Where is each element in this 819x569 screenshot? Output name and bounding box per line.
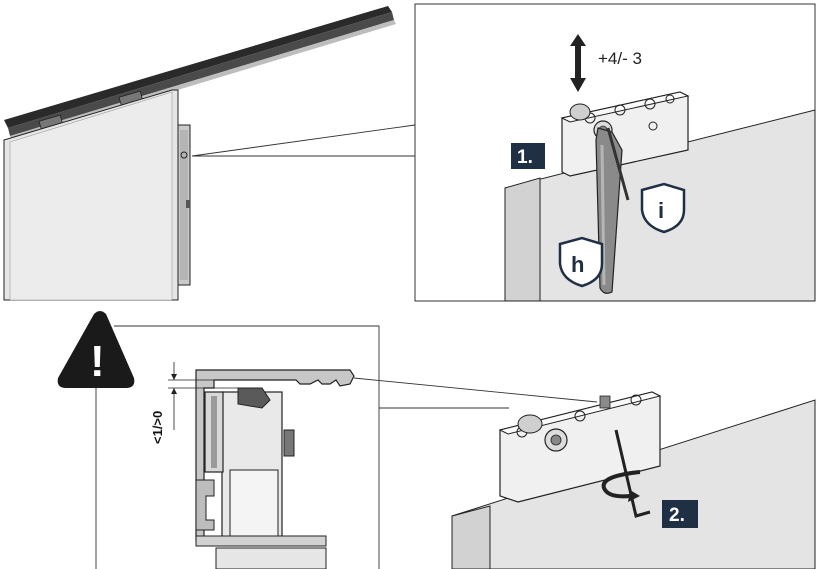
detail-step-1: +4/- 3 1. i h	[414, 3, 816, 302]
warning-icon: !	[57, 311, 135, 388]
step-1-label: 1.	[517, 147, 533, 168]
svg-text:h: h	[571, 252, 584, 277]
svg-text:!: !	[90, 337, 105, 386]
adjustment-range-label: +4/- 3	[598, 49, 642, 68]
step-2-label: 2.	[669, 505, 685, 526]
set-screw	[599, 395, 611, 409]
hex-key-2	[614, 429, 651, 518]
clearance-label: <1/>0	[150, 411, 165, 444]
up-down-adjust-arrow	[570, 34, 586, 92]
handle-shield-icon: h	[558, 236, 604, 288]
rail-profile	[195, 369, 355, 541]
step-2-badge	[662, 500, 698, 528]
svg-text:i: i	[658, 198, 664, 223]
clearance-section: ! <1/>0	[57, 311, 380, 569]
detail-leader-line	[191, 124, 416, 157]
step-1-badge	[511, 143, 545, 169]
detail-step-2: 2.	[353, 377, 816, 569]
door-rail-overview	[3, 6, 416, 301]
top-rail	[4, 6, 392, 128]
info-shield-icon: i	[640, 182, 686, 234]
hex-key-1	[606, 127, 630, 201]
warning-frame	[114, 325, 380, 569]
rotation-arrow	[601, 470, 641, 499]
clearance-dimension	[168, 362, 240, 430]
top-rail-front	[8, 12, 394, 136]
